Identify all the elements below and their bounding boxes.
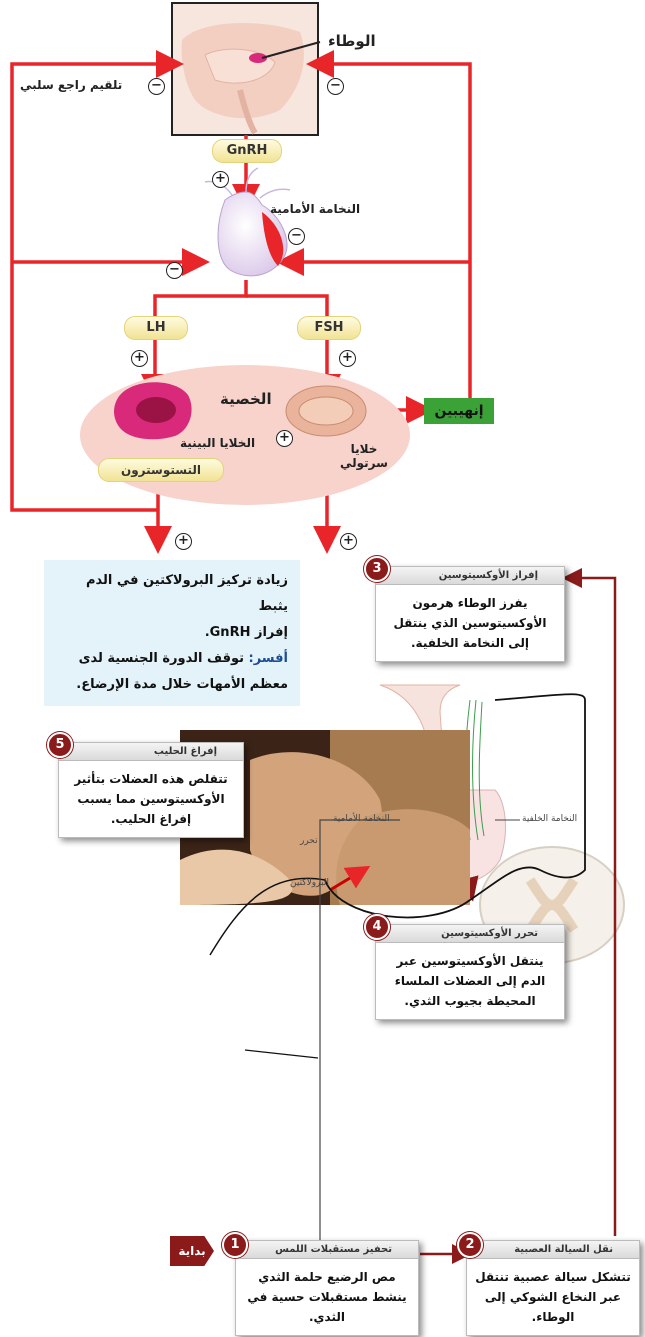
negative-sign-pituitary-left: − <box>166 262 183 279</box>
note-line3: أفسر: توقف الدورة الجنسية لدى <box>56 646 288 672</box>
interstitial-cell-illustration <box>114 382 192 439</box>
step-1-box: تحفيز مستقبلات اللمس مص الرضيع حلمة الثد… <box>235 1240 419 1336</box>
negative-feedback-label: تلقيم راجع سلبي <box>20 78 122 92</box>
gnrh-pill: GnRH <box>212 139 282 163</box>
negative-sign-left-top: − <box>148 78 165 95</box>
note-question-text: توقف الدورة الجنسية لدى <box>79 651 249 666</box>
positive-sign-lh: + <box>131 350 148 367</box>
prolactin-label: البرولاكتين <box>290 878 329 888</box>
anterior-pituitary-label: النخامة الأمامية <box>270 202 360 216</box>
lh-pill: LH <box>124 316 188 340</box>
positive-sign-bottom-right: + <box>340 533 357 550</box>
step-1-badge: 1 <box>222 1232 248 1258</box>
positive-sign-fsh: + <box>339 350 356 367</box>
step-4-text: ينتقل الأوكسيتوسين عبر الدم إلى العضلات … <box>376 943 564 1019</box>
step-3-title: إفراز الأوكسيتوسين <box>376 567 564 585</box>
step-3-badge: 3 <box>364 556 390 582</box>
sertoli-label-line2: سرتولي <box>340 456 388 470</box>
step-4-box: تحرر الأوكسيتوسين ينتقل الأوكسيتوسين عبر… <box>375 924 565 1020</box>
step-5-badge: 5 <box>47 732 73 758</box>
negative-sign-right-top: − <box>327 78 344 95</box>
positive-sign-bottom-left: + <box>175 533 192 550</box>
step-3-box: إفراز الأوكسيتوسين يفرز الوطاء هرمون الأ… <box>375 566 565 662</box>
note-line2: إفراز GnRH. <box>56 620 288 646</box>
step-5-box: إفراغ الحليب تتقلص هذه العضلات بتأثير ال… <box>58 742 244 838</box>
sertoli-label: خلايا سرتولي <box>340 442 388 470</box>
step-1-text: مص الرضيع حلمة الثدي ينشط مستقبلات حسية … <box>236 1259 418 1335</box>
step-2-box: نقل السيالة العصبية تتشكل سيالة عصبية تن… <box>466 1240 640 1336</box>
inhibin-box: إنهيبين <box>424 398 494 424</box>
anterior-pituitary-small-label: النخامة الأمامية <box>333 814 390 824</box>
sertoli-cell-illustration <box>286 386 366 436</box>
posterior-pituitary-small-label: النخامة الخلفية <box>522 814 577 824</box>
step-5-title: إفراغ الحليب <box>59 743 243 761</box>
prolactin-note: زيادة تركيز البرولاكتين في الدم يثبط إفر… <box>44 560 300 706</box>
interstitial-cells-label: الخلايا البينية <box>180 436 255 450</box>
step-4-badge: 4 <box>364 914 390 940</box>
step-2-badge: 2 <box>457 1232 483 1258</box>
testosterone-pill: التستوسترون <box>98 458 224 482</box>
note-line1: زيادة تركيز البرولاكتين في الدم يثبط <box>56 568 288 620</box>
testis-shape <box>80 365 410 505</box>
positive-sign-gnrh: + <box>212 171 229 188</box>
positive-sign-testosterone: + <box>276 430 293 447</box>
step-1-title: تحفيز مستقبلات اللمس <box>236 1241 418 1259</box>
step-2-text: تتشكل سيالة عصبية تنتقل عبر النخاع الشوك… <box>467 1259 639 1335</box>
negative-sign-pituitary-right: − <box>288 228 305 245</box>
step-2-title: نقل السيالة العصبية <box>467 1241 639 1259</box>
note-line4: معظم الأمهات خلال مدة الإرضاع. <box>56 672 288 698</box>
testis-label: الخصية <box>220 390 272 408</box>
brain-illustration <box>172 3 318 135</box>
hypothalamus-label: الوطاء <box>328 32 376 50</box>
sertoli-label-line1: خلايا <box>340 442 388 456</box>
step-4-title: تحرر الأوكسيتوسين <box>376 925 564 943</box>
release-label: تحرر <box>300 836 318 846</box>
fsh-pill: FSH <box>297 316 361 340</box>
step-3-text: يفرز الوطاء هرمون الأوكسيتوسين الذي ينتق… <box>376 585 564 661</box>
note-question-label: أفسر: <box>249 651 288 666</box>
step-5-text: تتقلص هذه العضلات بتأثير الأوكسيتوسين مم… <box>59 761 243 837</box>
